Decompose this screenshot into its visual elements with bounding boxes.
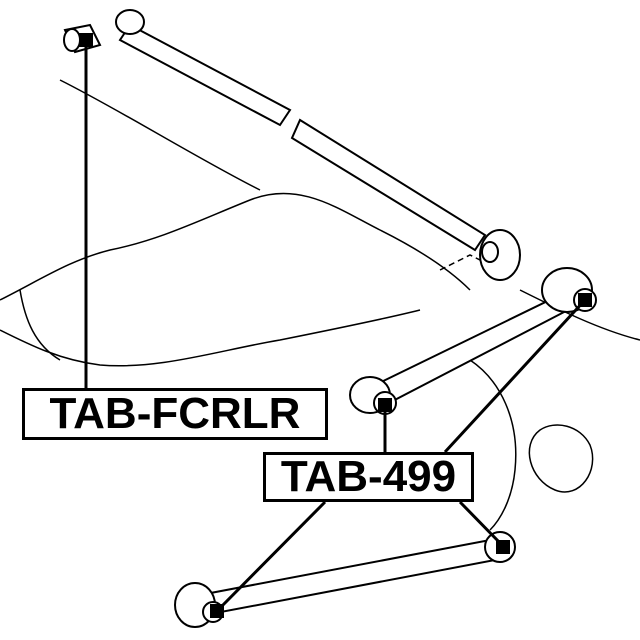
part-label-tab-499: TAB-499 xyxy=(263,452,474,502)
body-outline xyxy=(0,79,640,531)
lateral-arm xyxy=(349,267,597,415)
lower-arm xyxy=(174,531,516,628)
bushing-markers xyxy=(79,33,592,618)
part-label-tab-fcrlr: TAB-FCRLR xyxy=(22,388,328,440)
upper-arm xyxy=(115,9,521,281)
leader-lines xyxy=(84,40,587,612)
